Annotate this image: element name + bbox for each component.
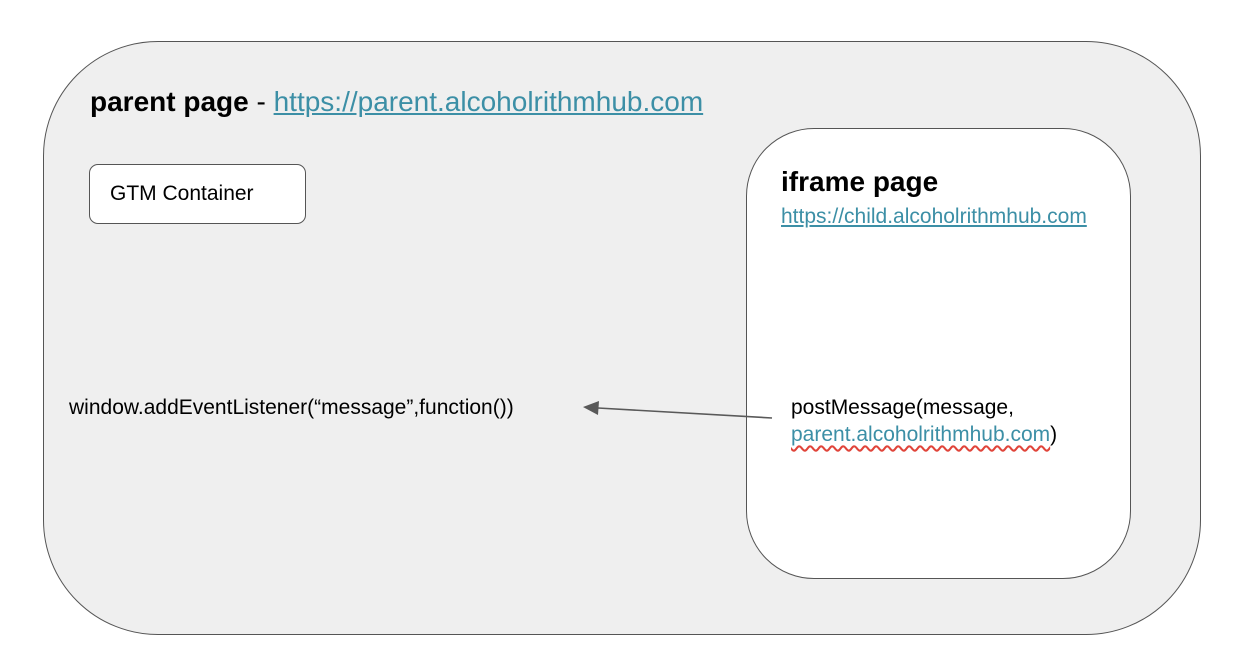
- post-message-code-line1: postMessage(message,: [791, 396, 1014, 419]
- gtm-container-box: GTM Container: [89, 164, 306, 224]
- parent-page-title: parent page - https://parent.alcoholrith…: [90, 86, 703, 118]
- post-message-close-paren: ): [1050, 423, 1058, 446]
- title-separator: -: [248, 86, 274, 117]
- parent-page-label: parent page: [90, 86, 249, 117]
- parent-page-url-link[interactable]: https://parent.alcoholrithmhub.com: [273, 86, 704, 117]
- iframe-page-box: [746, 128, 1131, 579]
- message-arrow-head: [583, 401, 599, 415]
- gtm-container-label: GTM Container: [110, 182, 254, 205]
- event-listener-code: window.addEventListener(“message”,functi…: [69, 396, 514, 419]
- iframe-page-url-link[interactable]: https://child.alcoholrithmhub.com: [781, 205, 1087, 228]
- post-message-code-line2: parent.alcoholrithmhub.com): [791, 423, 1057, 447]
- post-message-target-link[interactable]: parent.alcoholrithmhub.com: [791, 423, 1051, 446]
- iframe-page-title: iframe page: [781, 166, 939, 197]
- iframe-page-url-wrap: https://child.alcoholrithmhub.com: [781, 203, 1111, 230]
- message-arrow-line: [597, 407, 773, 419]
